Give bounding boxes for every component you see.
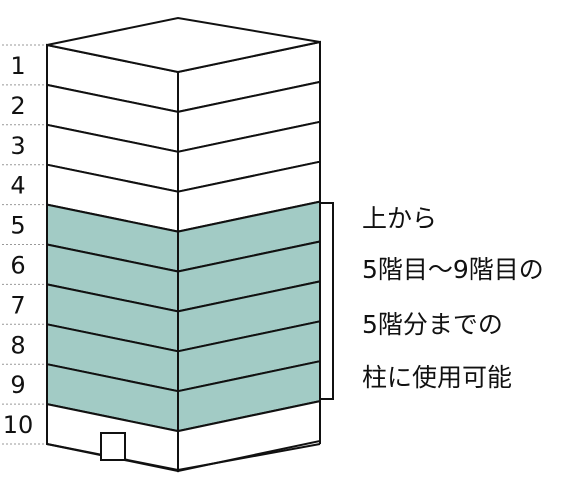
- floor-number-7: 7: [10, 291, 25, 319]
- floor-number-9: 9: [10, 371, 25, 399]
- entrance-door: [100, 432, 126, 461]
- note-line-4: 柱に使用可能: [362, 363, 512, 392]
- floor-number-8: 8: [10, 331, 25, 359]
- floor-bands: [46, 40, 321, 473]
- floor-numbers: 1 2 3 4 5 6 7 8 9 10: [3, 52, 34, 439]
- highlight-bracket: [321, 202, 334, 400]
- floor-number-10: 10: [3, 411, 34, 439]
- floor-number-5: 5: [10, 212, 25, 240]
- note-line-3: 5階分までの: [362, 310, 503, 339]
- floor-number-4: 4: [10, 172, 25, 200]
- floor-number-2: 2: [10, 92, 25, 120]
- note-line-2: 5階目〜9階目の: [362, 255, 544, 284]
- note-line-1: 上から: [362, 204, 437, 233]
- floor-number-6: 6: [10, 251, 25, 279]
- floor-number-1: 1: [10, 52, 25, 80]
- floor-guide-lines: [2, 44, 47, 445]
- floor-number-3: 3: [10, 132, 25, 160]
